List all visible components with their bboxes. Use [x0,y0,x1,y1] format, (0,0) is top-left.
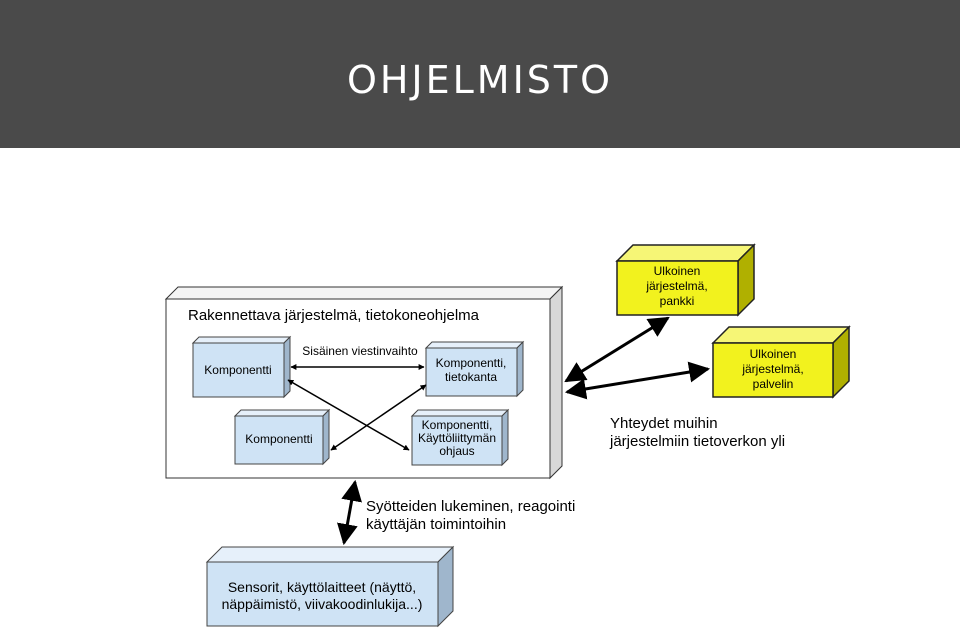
sensors-box: Sensorit, käyttölaitteet (näyttö, näppäi… [205,545,455,628]
network-label-line2: järjestelmiin tietoverkon yli [609,433,785,450]
system-box-title: Rakennettava järjestelmä, tietokoneohjel… [188,307,480,324]
sensors-label-line2: näppäimistö, viivakoodinlukija...) [222,596,423,612]
component-2-label-line2: tietokanta [445,370,497,384]
component-box-3: Komponentti [233,408,331,466]
external-bank-box: Ulkoinen järjestelmä, pankki [615,243,756,317]
component-4-label-line1: Komponentti, [422,418,493,432]
server-connection-arrow [564,361,711,400]
component-2-label-line1: Komponentti, [436,356,507,370]
title-bar: OHJELMISTO [0,0,960,148]
external-server-box: Ulkoinen järjestelmä, palvelin [711,325,851,399]
internal-messaging-label: Sisäinen viestinvaihto [302,344,418,358]
bank-connection-arrow [564,316,670,383]
input-connection-arrow [337,479,362,546]
external-bank-label-line2: järjestelmä, [645,279,707,293]
external-server-label-line3: palvelin [753,377,794,391]
external-server-label-line1: Ulkoinen [750,347,797,361]
external-bank-label-line3: pankki [660,294,695,308]
network-label-line1: Yhteydet muihin [610,415,718,432]
input-label-line2: käyttäjän toimintoihin [366,516,506,533]
external-bank-label-line1: Ulkoinen [654,264,701,278]
component-4-label-line3: ohjaus [439,444,474,458]
component-4-label-line2: Käyttöliittymän [418,431,496,445]
input-label-line1: Syötteiden lukeminen, reagointi [366,498,575,515]
component-box-4: Komponentti, Käyttöliittymän ohjaus [410,408,510,467]
sensors-label-line1: Sensorit, käyttölaitteet (näyttö, [228,579,416,595]
component-3-label: Komponentti [245,432,312,446]
page-title: OHJELMISTO [346,58,614,102]
component-box-1: Komponentti [191,335,292,399]
cross-arrow-2 [330,384,427,451]
component-box-2: Komponentti, tietokanta [424,340,525,398]
component-1-label: Komponentti [204,363,271,377]
external-server-label-line2: järjestelmä, [741,362,803,376]
